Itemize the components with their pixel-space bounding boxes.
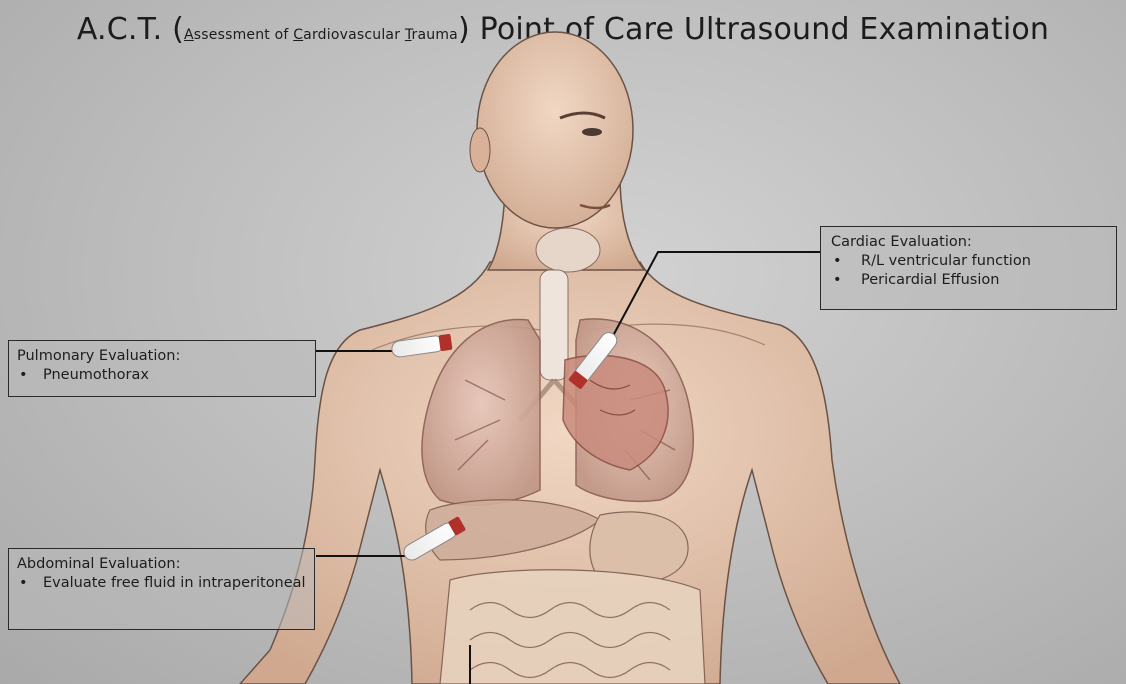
eye-shape xyxy=(582,128,602,136)
trachea-shape xyxy=(540,270,568,380)
cardiac-heading: Cardiac Evaluation: xyxy=(831,233,1108,252)
cardiac-list: R/L ventricular function Pericardial Eff… xyxy=(831,252,1108,290)
head-shape xyxy=(477,32,633,228)
ear-shape xyxy=(470,128,490,172)
cardiac-item-ventricular: R/L ventricular function xyxy=(831,252,1108,271)
cardiac-evaluation-callout: Cardiac Evaluation: R/L ventricular func… xyxy=(820,226,1117,310)
pulmonary-list: Pneumothorax xyxy=(17,366,307,385)
pulmonary-evaluation-callout: Pulmonary Evaluation: Pneumothorax xyxy=(8,340,316,397)
abdominal-item-free-fluid: Evaluate free fluid in intraperitoneal xyxy=(17,574,306,593)
abdominal-evaluation-callout: Abdominal Evaluation: Evaluate free flui… xyxy=(8,548,315,630)
abdominal-heading: Abdominal Evaluation: xyxy=(17,555,306,574)
cardiac-item-effusion: Pericardial Effusion xyxy=(831,271,1108,290)
abdominal-organs xyxy=(426,500,705,684)
pulmonary-heading: Pulmonary Evaluation: xyxy=(17,347,307,366)
pulmonary-item-pneumothorax: Pneumothorax xyxy=(17,366,307,385)
abdominal-list: Evaluate free fluid in intraperitoneal xyxy=(17,574,306,593)
thyroid-shape xyxy=(536,228,600,272)
